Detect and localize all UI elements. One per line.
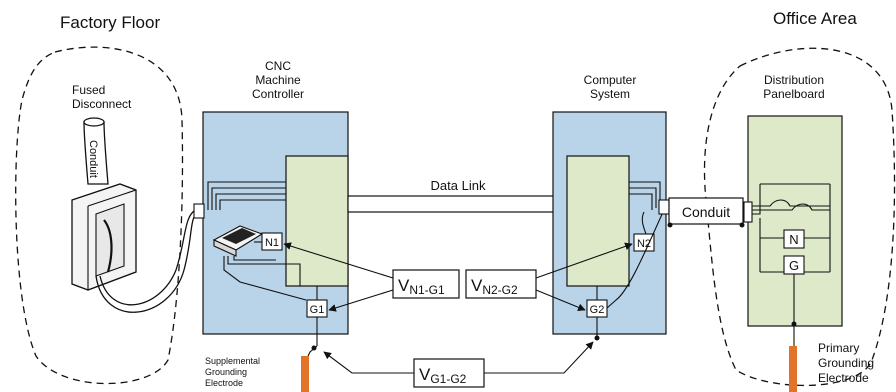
terminal-n1-label: N1: [265, 237, 279, 249]
panelboard-label-2: Panelboard: [763, 87, 824, 101]
office-area-title: Office Area: [773, 9, 857, 28]
arrow-to-g1: [328, 289, 394, 312]
data-link-label: Data Link: [431, 178, 486, 193]
fused-disconnect-label-1: Fused: [72, 83, 105, 97]
arrow-to-cnc-ground: [323, 351, 414, 374]
panelboard-enclosure: [747, 115, 843, 327]
computer-cable-entry: [658, 199, 670, 215]
primary-electrode-label-2: Grounding: [818, 356, 874, 370]
primary-electrode-label-3: Electrode: [818, 371, 869, 385]
conduit-end-icon: [83, 117, 105, 127]
supplemental-electrode-label-1: Supplemental: [205, 356, 260, 366]
voltage-vn2-g2: VN2-G2: [465, 269, 537, 299]
conduit-horizontal-label: Conduit: [682, 204, 730, 220]
cnc-controller: CNC Machine Controller N1 G1: [193, 59, 349, 346]
voltage-vn1-g1: VN1-G1: [392, 269, 460, 299]
cnc-label-3: Controller: [252, 87, 304, 101]
svg-text:VN2-G2: VN2-G2: [471, 276, 518, 297]
computer-label-1: Computer: [584, 73, 637, 87]
conduit-vertical-label: Conduit: [87, 140, 99, 178]
supplemental-electrode-label-2: Grounding: [205, 367, 247, 377]
factory-floor-boundary: [15, 46, 184, 385]
arrow-to-computer-ground: [484, 341, 594, 374]
terminal-block-icon: [212, 225, 264, 257]
svg-text:VG1-G2: VG1-G2: [419, 365, 467, 386]
terminal-g2-label: G2: [590, 304, 605, 316]
computer-label-2: System: [590, 87, 630, 101]
factory-floor-title: Factory Floor: [60, 13, 160, 32]
arrow-to-n2: [535, 242, 633, 279]
terminal-n: [783, 229, 805, 249]
horizontal-conduit: Conduit: [667, 197, 745, 228]
fused-disconnect-icon: [71, 183, 137, 291]
cnc-cable-entry: [193, 203, 205, 219]
cnc-board: [285, 155, 349, 287]
office-area-boundary: [703, 47, 896, 387]
terminal-g-label: G: [789, 258, 799, 273]
primary-electrode-label-1: Primary: [818, 341, 859, 355]
arrow-to-n1: [283, 242, 394, 279]
supply-cable: [99, 209, 197, 306]
cnc-label-2: Machine: [255, 73, 301, 87]
terminal-n2: [633, 233, 655, 252]
supplemental-electrode-icon: [301, 356, 309, 392]
terminal-g1-label: G1: [310, 304, 325, 316]
panelboard-label-1: Distribution: [764, 73, 824, 87]
data-link: Data Link: [347, 178, 568, 213]
svg-text:VN1-G1: VN1-G1: [398, 276, 445, 297]
voltage-vg1-g2: VG1-G2: [413, 358, 485, 388]
computer-board: [566, 155, 630, 287]
terminal-n-label: N: [789, 232, 798, 247]
primary-electrode-icon: [789, 346, 797, 392]
arrow-to-g2: [535, 289, 586, 311]
supplemental-electrode-label-3: Electrode: [205, 378, 243, 388]
cnc-label-1: CNC: [265, 59, 291, 73]
vertical-conduit: [83, 121, 109, 185]
fused-disconnect-label-2: Disconnect: [72, 97, 132, 111]
computer-system: Computer System N2 G2: [552, 73, 670, 341]
distribution-panelboard: Distribution Panelboard N G: [743, 73, 843, 346]
